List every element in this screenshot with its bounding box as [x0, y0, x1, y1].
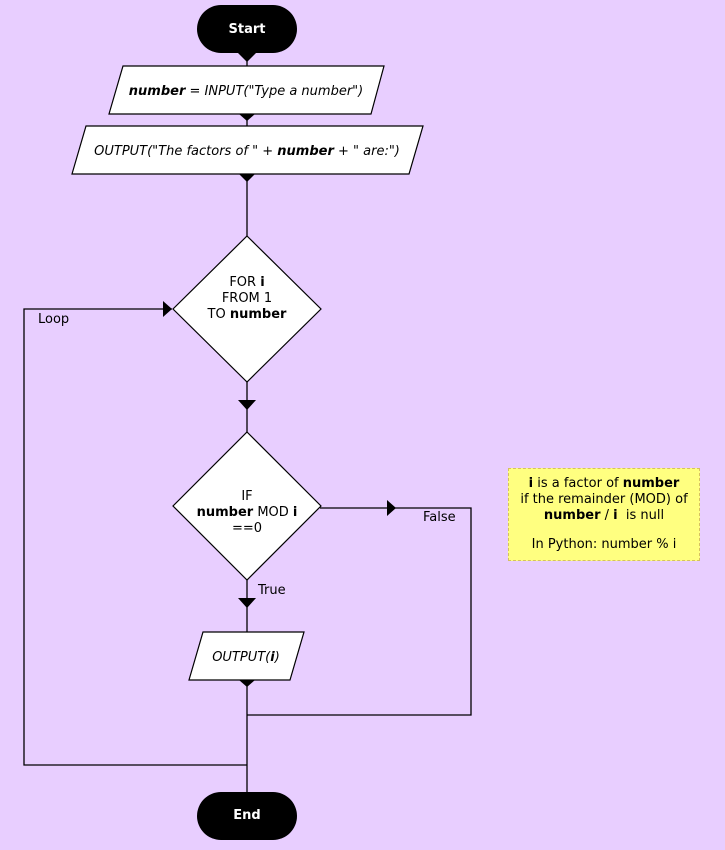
arrowhead-start [238, 53, 256, 62]
note-line1: i is a factor of number [528, 476, 680, 491]
arrowhead-for-exit [238, 400, 256, 410]
input-parallelogram [108, 65, 385, 115]
output-i-parallelogram [188, 631, 305, 681]
output-intro-parallelogram [71, 125, 424, 175]
for-loop-line3: TO number [207, 307, 287, 322]
condition-line1: IF [241, 489, 252, 504]
output-intro-text: OUTPUT("The factors of " + number + " ar… [94, 144, 400, 159]
note-line2: if the remainder (MOD) of [520, 492, 688, 507]
true-edge-label: True [257, 583, 286, 598]
end-label: End [233, 808, 260, 823]
for-loop-diamond [172, 235, 322, 383]
end-terminal [197, 792, 297, 840]
for-loop-line2: FROM 1 [222, 291, 272, 306]
connector-loop-back [23, 308, 247, 766]
loop-edge-label: Loop [38, 312, 69, 327]
false-edge-label: False [423, 510, 456, 525]
for-loop-line1: FOR i [229, 275, 264, 290]
note-line4: In Python: number % i [531, 537, 677, 552]
condition-line3: ==0 [232, 521, 262, 536]
output-i-text: OUTPUT(i) [212, 650, 280, 665]
start-label: Start [229, 22, 266, 37]
note-line3: number / i is null [543, 508, 665, 523]
arrowhead-output-i [239, 680, 255, 687]
arrowhead-false [387, 500, 396, 516]
arrowhead-output [239, 174, 255, 182]
explanation-note: i is a factor of number if the remainder… [508, 468, 700, 561]
arrowhead-input [239, 114, 255, 121]
arrowhead-true [238, 598, 256, 608]
condition-diamond [172, 431, 322, 581]
arrowhead-loop [163, 301, 172, 317]
input-step-text: number = INPUT("Type a number") [129, 84, 363, 99]
condition-line2: number MOD i [197, 505, 298, 520]
start-terminal [197, 5, 297, 53]
